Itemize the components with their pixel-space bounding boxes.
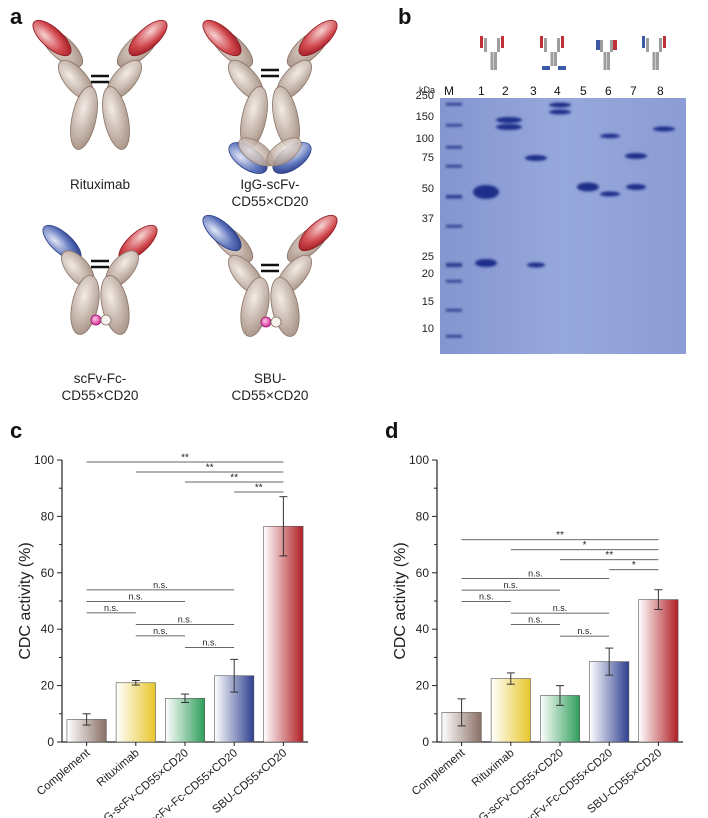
- significance-label: n.s.: [153, 580, 168, 590]
- label-rituximab: Rituximab: [69, 177, 131, 192]
- y-tick-label: 0: [422, 735, 429, 749]
- y-tick-label: 80: [416, 509, 430, 523]
- label-scfv-fc: scFv-Fc- CD55×CD20: [61, 371, 139, 403]
- sbu-mini-icon: [642, 36, 666, 70]
- igg-scfv-mini-icon: [540, 36, 566, 70]
- igg-scfv-schematic: [202, 19, 338, 174]
- significance-label: n.s.: [129, 591, 144, 601]
- y-tick-label: 100: [34, 453, 54, 467]
- bar: [165, 697, 205, 743]
- x-tick-label: Rituximab: [470, 747, 517, 789]
- gel-lane-label: 2: [502, 84, 509, 98]
- gel-lane-label: 4: [554, 84, 561, 98]
- kda-label: kDa: [419, 85, 436, 95]
- gel-lane-label: 1: [478, 84, 485, 98]
- rituximab-schematic: [32, 19, 168, 150]
- y-axis-label: CDC activity (%): [17, 542, 34, 659]
- gel-lane-label: 7: [630, 84, 637, 98]
- significance-label: n.s.: [528, 569, 543, 579]
- y-tick-label: 0: [47, 735, 54, 749]
- gel-marker-label: 15: [421, 296, 434, 308]
- significance-label: *: [632, 560, 636, 571]
- sds-page-gel: [440, 98, 686, 354]
- y-tick-label: 20: [41, 679, 55, 693]
- significance-label: n.s.: [504, 580, 519, 590]
- gel-marker-label: 150: [415, 111, 434, 123]
- y-tick-label: 20: [416, 679, 430, 693]
- scfv-fc-mini-icon: [596, 40, 617, 70]
- y-tick-label: 100: [409, 453, 429, 467]
- gel-marker-label: 75: [421, 152, 434, 164]
- x-tick-label: Rituximab: [95, 747, 142, 789]
- significance-label: n.s.: [553, 603, 568, 613]
- y-tick-label: 60: [416, 566, 430, 580]
- significance-label: *: [583, 540, 587, 551]
- gel-lane-label: 3: [530, 84, 537, 98]
- x-tick-label: Complement: [35, 747, 93, 799]
- gel-bands: [440, 98, 686, 354]
- significance-label: **: [255, 483, 263, 494]
- panel-letter-d: d: [385, 418, 399, 443]
- significance-label: **: [605, 550, 613, 561]
- gel-marker-label: 25: [421, 251, 434, 263]
- panel-letter-b: b: [398, 4, 412, 29]
- panel-letter-a: a: [10, 4, 23, 29]
- y-axis-label: CDC activity (%): [392, 542, 409, 659]
- antibody-format-icons: [480, 36, 666, 70]
- sbu-schematic: [202, 214, 338, 337]
- significance-label: **: [230, 473, 238, 484]
- gel-lane-label: 6: [605, 84, 612, 98]
- marker-lane-bands: [446, 103, 462, 338]
- antibody-schematics: [32, 19, 338, 337]
- gel-marker-label: 50: [421, 183, 434, 195]
- significance-label: n.s.: [479, 592, 494, 602]
- y-tick-label: 40: [41, 622, 55, 636]
- significance-label: **: [206, 463, 214, 474]
- gel-marker-label: 20: [421, 268, 434, 280]
- significance-label: n.s.: [577, 626, 592, 636]
- significance-label: n.s.: [104, 603, 119, 613]
- gel-marker-label: 10: [421, 323, 434, 335]
- bar: [638, 599, 679, 743]
- significance-label: n.s.: [528, 615, 543, 625]
- bar: [263, 525, 304, 743]
- y-tick-label: 40: [416, 622, 430, 636]
- significance-label: n.s.: [153, 626, 168, 636]
- y-tick-label: 60: [41, 566, 55, 580]
- label-igg-scfv: IgG-scFv- CD55×CD20: [231, 177, 309, 209]
- bar: [115, 682, 156, 743]
- scfv-fc-schematic: [42, 224, 158, 335]
- significance-label: n.s.: [178, 614, 193, 624]
- gel-marker-label: 37: [421, 213, 434, 225]
- bar: [490, 678, 531, 743]
- gel-marker-label: 250: [415, 90, 434, 102]
- significance-label: **: [181, 453, 189, 464]
- gel-lane-label: 5: [580, 84, 587, 98]
- significance-label: **: [556, 530, 564, 541]
- sample-lane-bands: [473, 102, 675, 268]
- gel-marker-label: 100: [415, 133, 434, 145]
- significance-label: n.s.: [202, 637, 217, 647]
- rituximab-mini-icon: [480, 36, 504, 70]
- gel-lane-label: M: [444, 84, 454, 98]
- label-sbu: SBU- CD55×CD20: [231, 371, 309, 403]
- gel-lane-label: 8: [657, 84, 664, 98]
- x-tick-label: Complement: [410, 747, 468, 799]
- panel-letter-c: c: [10, 418, 23, 443]
- y-tick-label: 80: [41, 509, 55, 523]
